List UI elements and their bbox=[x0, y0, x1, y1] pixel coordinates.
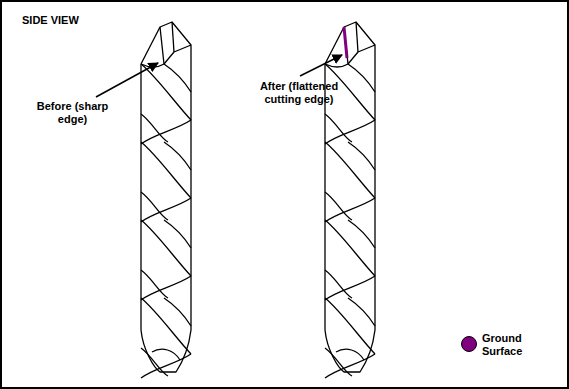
drill-stroke bbox=[348, 298, 375, 326]
drill-stroke bbox=[325, 114, 352, 142]
drill-stroke bbox=[348, 45, 375, 64]
drill-stroke bbox=[164, 45, 191, 64]
leader-arrow bbox=[300, 55, 342, 76]
drill-stroke bbox=[141, 220, 191, 276]
drill-stroke bbox=[141, 270, 168, 298]
drill-stroke bbox=[190, 66, 191, 330]
drill-stroke bbox=[141, 114, 168, 142]
drill-stroke bbox=[152, 349, 180, 360]
drill-stroke bbox=[344, 27, 348, 64]
drill-stroke bbox=[160, 27, 164, 64]
drill-stroke bbox=[325, 298, 375, 354]
drill-stroke bbox=[356, 22, 358, 52]
drill-stroke bbox=[325, 142, 375, 198]
drill-stroke bbox=[325, 270, 352, 298]
ground-surface bbox=[344, 27, 347, 58]
drill-stroke bbox=[141, 192, 168, 220]
drill-bit bbox=[325, 22, 375, 378]
drill-stroke bbox=[374, 66, 375, 330]
drill-stroke bbox=[164, 220, 191, 248]
drill-stroke bbox=[336, 349, 364, 360]
legend-swatch bbox=[461, 336, 477, 352]
drill-stroke bbox=[348, 142, 375, 170]
drill-stroke bbox=[325, 220, 375, 276]
callout-label: Before (sharp edge) bbox=[35, 100, 110, 126]
drill-stroke bbox=[140, 64, 141, 330]
callout-label: After (flattened cutting edge) bbox=[258, 80, 340, 106]
legend-text: Ground Surface bbox=[482, 332, 536, 358]
drill-stroke bbox=[141, 22, 191, 66]
drill-stroke bbox=[348, 64, 375, 92]
view-title: SIDE VIEW bbox=[22, 14, 79, 27]
drill-stroke bbox=[141, 142, 191, 198]
drill-stroke bbox=[141, 298, 191, 354]
drill-stroke bbox=[164, 298, 191, 326]
drill-stroke bbox=[325, 330, 375, 372]
drill-stroke bbox=[172, 22, 174, 52]
leader-arrow bbox=[96, 63, 158, 97]
drill-stroke bbox=[325, 192, 352, 220]
drill-stroke bbox=[164, 142, 191, 170]
drill-stroke bbox=[348, 220, 375, 248]
drill-stroke bbox=[141, 64, 191, 120]
drill-stroke bbox=[164, 64, 191, 92]
drill-bit bbox=[141, 22, 191, 378]
drill-stroke bbox=[141, 330, 191, 372]
